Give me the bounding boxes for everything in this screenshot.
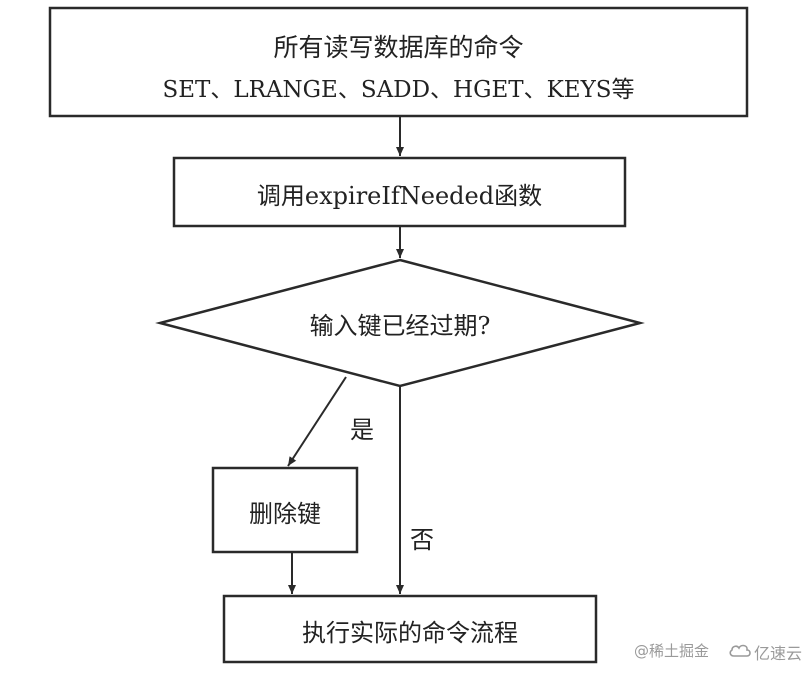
delete-key-box-label: 删除键 — [249, 500, 321, 528]
yisu-watermark: 亿速云 — [754, 644, 803, 663]
commands-box — [48, 6, 749, 118]
cloud-logo-icon — [729, 644, 751, 657]
execute-box-label: 执行实际的命令流程 — [302, 619, 518, 647]
expire-box-label: 调用expireIfNeeded函数 — [256, 182, 543, 210]
decision-label: 输入键已经过期? — [309, 312, 491, 340]
execute-box — [222, 594, 598, 664]
commands-box-line1: 所有读写数据库的命令 — [273, 33, 524, 62]
delete-key-box — [211, 466, 359, 554]
edge-yes-label: 是 — [350, 416, 374, 444]
expire-box — [172, 156, 627, 228]
juejin-watermark: @稀土掘金 — [634, 642, 710, 660]
commands-box-line2: SET、LRANGE、SADD、HGET、KEYS等 — [162, 77, 635, 103]
arrow-yes-branch — [287, 376, 347, 467]
edge-no-label: 否 — [410, 526, 434, 554]
